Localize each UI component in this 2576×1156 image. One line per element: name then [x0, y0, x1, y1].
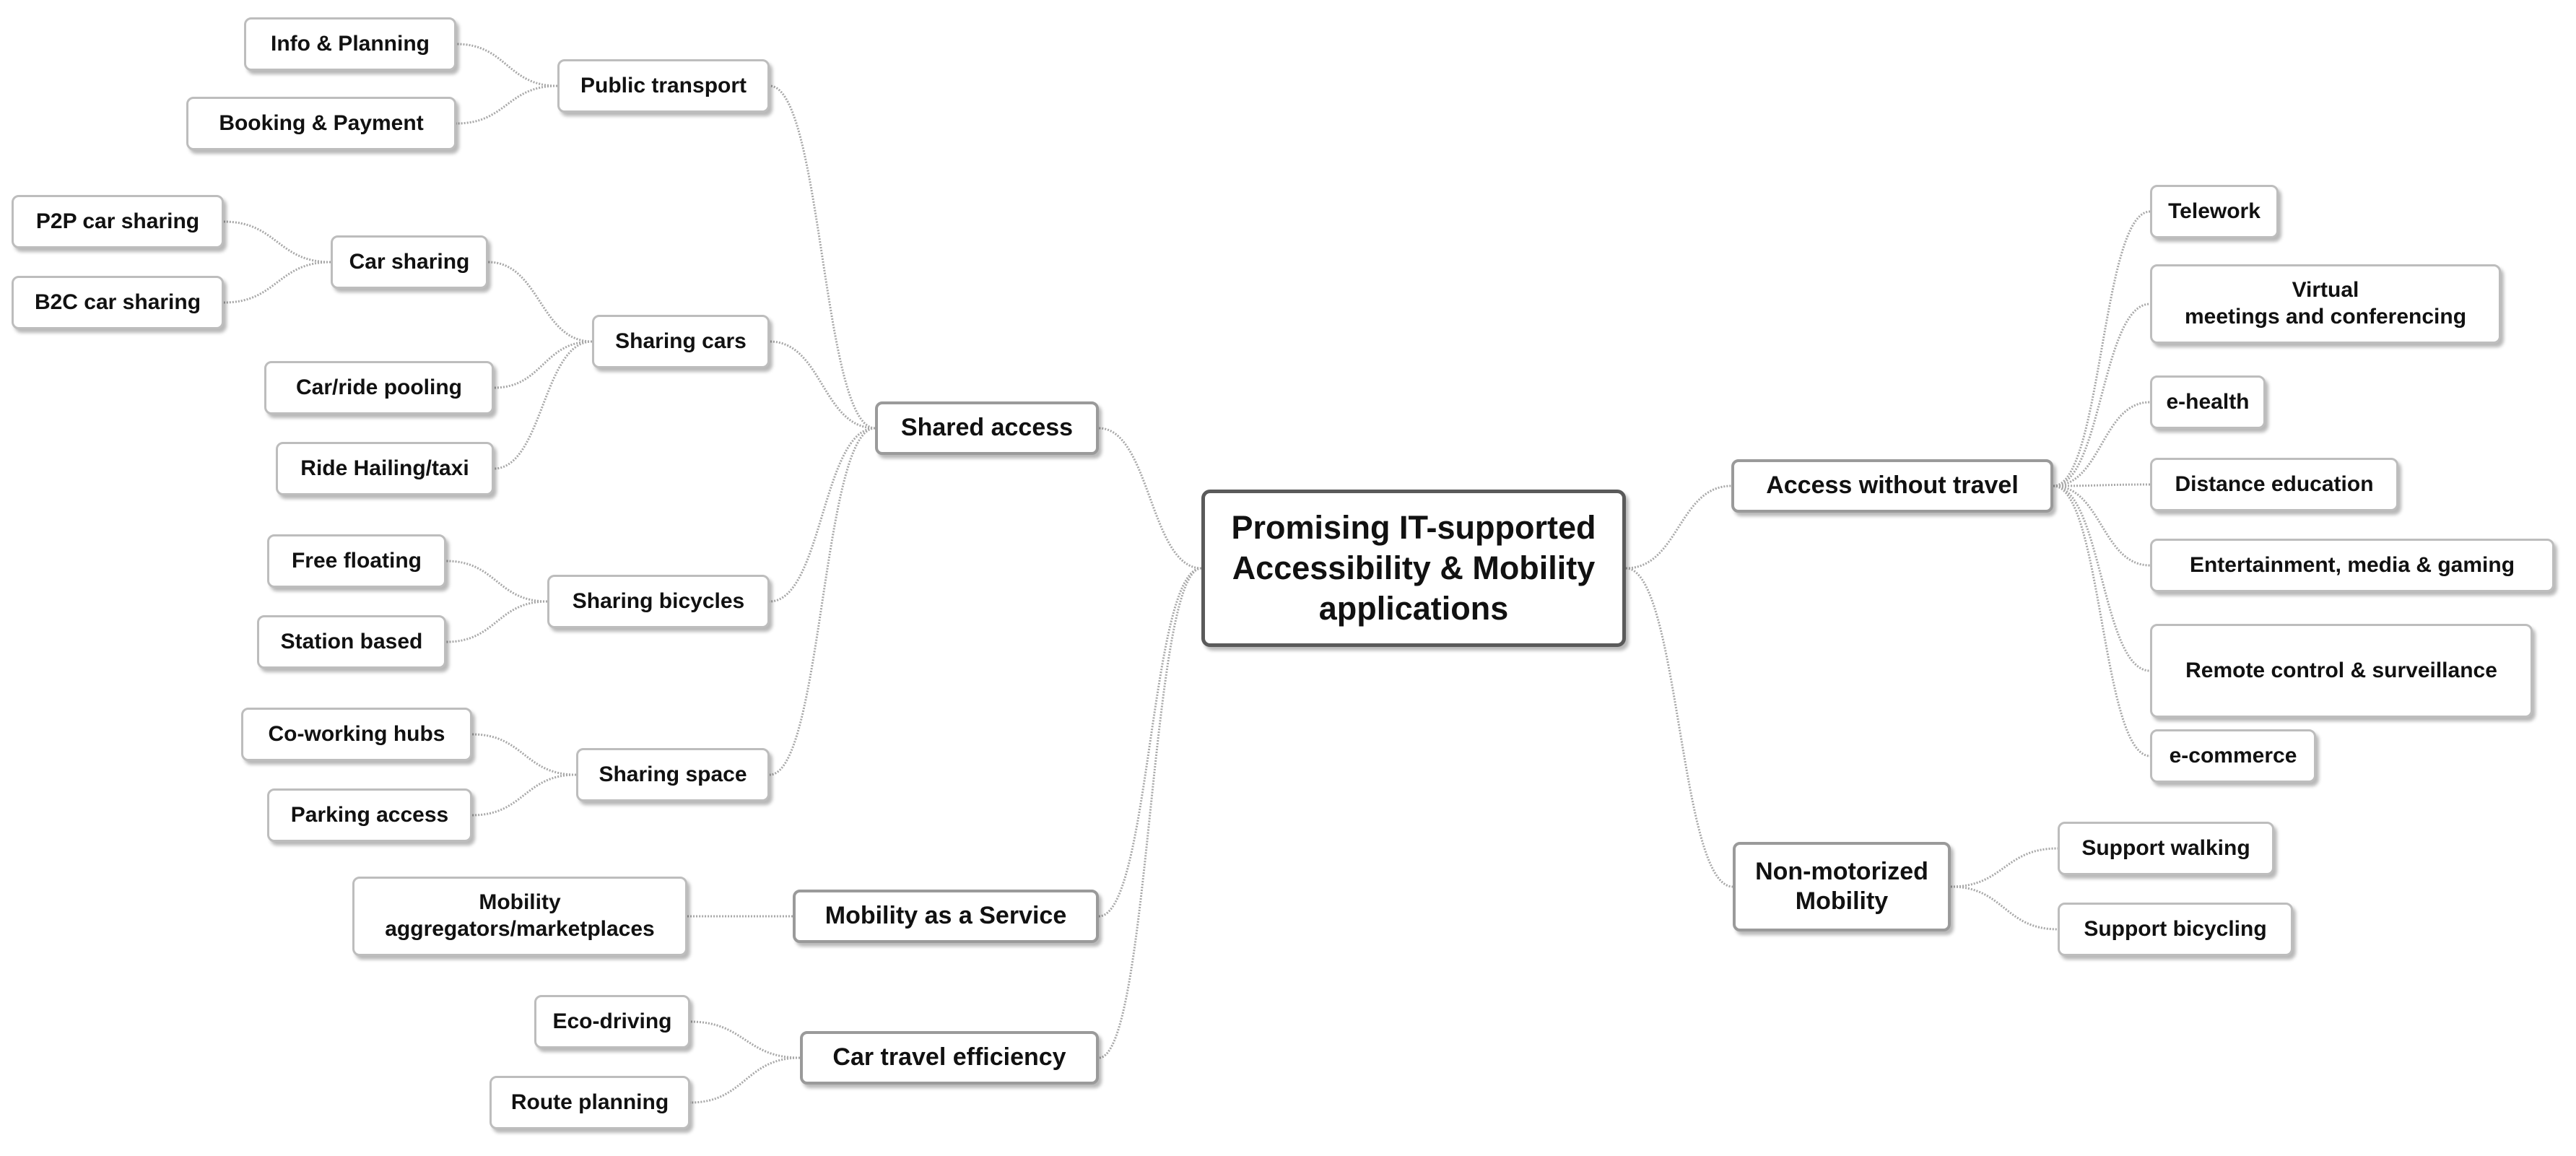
leaf-ride-hailing-taxi: Ride Hailing/taxi: [276, 442, 494, 495]
connector-sb-station: [445, 600, 548, 643]
connector-ss-cowork: [471, 733, 577, 776]
connector-sc-cs: [487, 261, 593, 343]
leaf-mobility-aggregators: Mobility aggregators/marketplaces: [352, 877, 687, 956]
connector-sc-pool: [493, 340, 593, 389]
leaf-free-floating: Free floating: [267, 534, 446, 588]
leaf-support-walking: Support walking: [2058, 822, 2274, 875]
leaf-remote-control-surveillance: Remote control & surveillance: [2150, 624, 2533, 718]
connector-sc-hail: [493, 340, 593, 470]
connector-sb-free: [445, 560, 548, 603]
connector-nm-bike: [1950, 885, 2058, 931]
connector-root-shared: [1098, 427, 1202, 570]
connector-shared-sb: [769, 427, 876, 603]
leaf-distance-education: Distance education: [2150, 458, 2398, 511]
connector-car-route: [689, 1056, 801, 1104]
node-public-transport: Public transport: [557, 59, 770, 113]
node-sharing-space: Sharing space: [576, 748, 770, 801]
leaf-telework: Telework: [2150, 185, 2279, 238]
connector-awt-ent: [2053, 484, 2151, 567]
connector-nm-walk: [1950, 847, 2058, 888]
leaf-support-bicycling: Support bicycling: [2058, 903, 2293, 956]
connector-shared-sc: [769, 340, 876, 430]
leaf-booking-payment: Booking & Payment: [186, 97, 456, 150]
connector-awt-remote: [2053, 484, 2151, 672]
connector-pt-book: [456, 84, 558, 125]
connector-cs-p2p: [223, 220, 331, 264]
node-sharing-cars: Sharing cars: [592, 315, 770, 368]
connector-awt-dist: [2053, 483, 2151, 487]
node-sharing-bicycles: Sharing bicycles: [547, 575, 770, 628]
branch-shared-access: Shared access: [875, 401, 1099, 455]
branch-car-travel-efficiency: Car travel efficiency: [800, 1031, 1099, 1085]
leaf-info-planning: Info & Planning: [244, 17, 456, 71]
node-car-sharing: Car sharing: [331, 235, 488, 289]
connector-root-maas: [1098, 567, 1202, 918]
leaf-station-based: Station based: [257, 615, 446, 669]
leaf-parking-access: Parking access: [267, 788, 472, 842]
leaf-eco-driving: Eco-driving: [534, 995, 690, 1048]
connector-car-eco: [689, 1020, 801, 1059]
leaf-e-commerce: e-commerce: [2150, 729, 2316, 783]
connector-awt-ehealth: [2053, 401, 2151, 487]
connector-shared-ss: [769, 427, 876, 776]
connector-shared-pt: [769, 84, 876, 430]
leaf-co-working-hubs: Co-working hubs: [241, 708, 472, 761]
connector-root-car: [1098, 567, 1202, 1059]
connector-ss-park: [471, 773, 577, 817]
connector-root-nm: [1625, 567, 1733, 888]
root-node: Promising IT-supported Accessibility & M…: [1201, 490, 1626, 647]
connector-pt-info: [456, 43, 558, 87]
connector-cs-b2c: [223, 261, 331, 304]
leaf-virtual-meetings: Virtual meetings and conferencing: [2150, 264, 2501, 344]
leaf-p2p-car-sharing: P2P car sharing: [12, 195, 224, 248]
connector-awt-virt: [2053, 303, 2151, 487]
leaf-b2c-car-sharing: B2C car sharing: [12, 276, 224, 329]
connector-root-awt: [1625, 484, 1732, 570]
connector-awt-tele: [2053, 210, 2151, 487]
leaf-e-health: e-health: [2150, 375, 2266, 429]
connector-awt-ecom: [2053, 484, 2151, 757]
leaf-route-planning: Route planning: [489, 1076, 690, 1129]
branch-non-motorized-mobility: Non-motorized Mobility: [1733, 842, 1951, 931]
leaf-car-ride-pooling: Car/ride pooling: [264, 361, 494, 414]
branch-access-without-travel: Access without travel: [1731, 459, 2053, 513]
branch-mobility-as-a-service: Mobility as a Service: [793, 890, 1099, 943]
leaf-entertainment-media-gaming: Entertainment, media & gaming: [2150, 539, 2554, 592]
